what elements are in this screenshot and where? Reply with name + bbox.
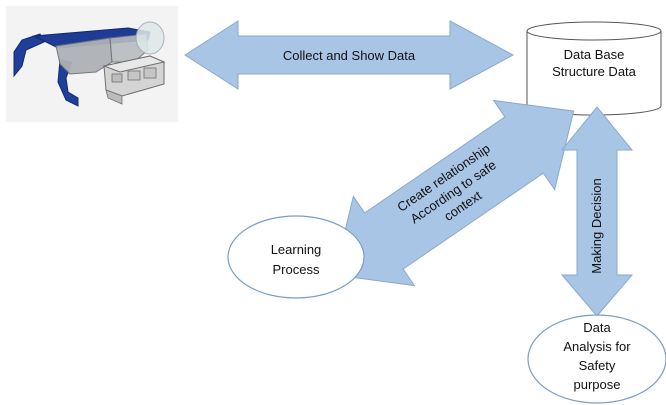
learning-process-node: Learning Process <box>227 215 365 299</box>
analysis-label-line3: Safety <box>579 358 616 373</box>
database-cylinder-top <box>526 21 662 41</box>
collect-data-arrow-shape <box>184 20 515 90</box>
analysis-label-line1: Data <box>583 320 611 335</box>
learning-label-line2: Process <box>273 262 320 277</box>
data-analysis-ellipse <box>527 314 666 404</box>
collect-data-arrow: Collect and Show Data <box>184 20 515 90</box>
database-label-line2: Structure Data <box>552 64 637 79</box>
analysis-label-line4: purpose <box>574 377 621 392</box>
database-label-line1: Data Base <box>564 47 625 62</box>
smart-glasses-icon <box>13 21 166 107</box>
smart-glasses-image <box>6 6 178 122</box>
data-analysis-node: Data Analysis for Safety purpose <box>527 314 666 404</box>
decision-arrow: Making Decision <box>560 106 634 317</box>
collect-data-label: Collect and Show Data <box>283 48 416 63</box>
learning-label-line1: Learning <box>271 242 322 257</box>
analysis-label-line2: Analysis for <box>563 339 631 354</box>
decision-label: Making Decision <box>589 178 604 273</box>
learning-process-ellipse <box>227 215 365 299</box>
relationship-arrow-shape <box>333 99 575 287</box>
database-node: Data Base Structure Data <box>526 21 662 116</box>
